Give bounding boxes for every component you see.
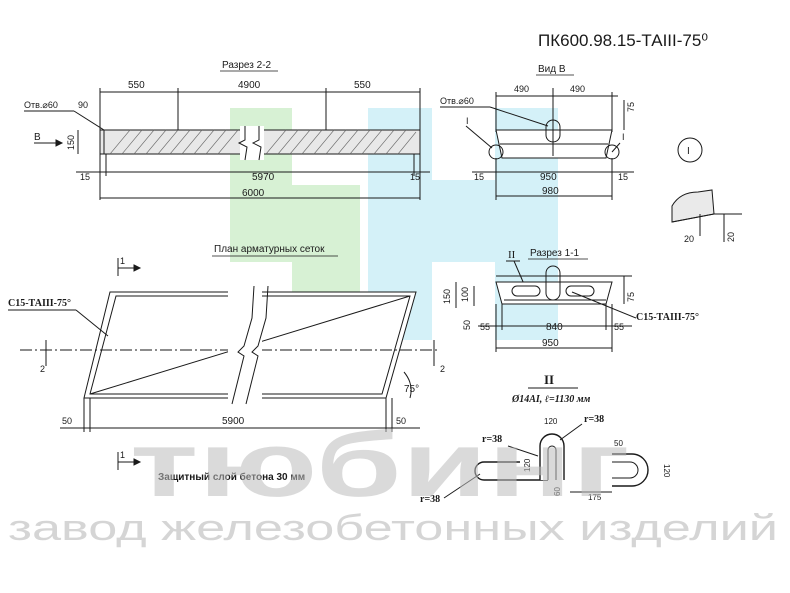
detail-i-marker (677, 137, 703, 163)
dim-15-view-b-right: 15 (618, 172, 628, 182)
dim-5900: 5900 (222, 416, 245, 427)
dim-150-1-1: 150 (442, 289, 452, 304)
watermark-tagline: завод железобетонных изделий (8, 507, 778, 548)
dim-6000: 6000 (242, 188, 265, 199)
dim-950-view-b: 950 (540, 172, 557, 183)
cut-mark-1-top: 1 (120, 256, 125, 266)
dim-50-detail: 50 (614, 439, 623, 448)
dim-50-right: 50 (396, 416, 406, 426)
detail-i: I 20 20 (671, 137, 742, 244)
plan-mesh-label: С15-ТАIII-75° (8, 298, 71, 309)
view-b-title: Вид В (538, 64, 566, 75)
dim-50-1-1: 50 (462, 320, 472, 330)
logo-green-shape (230, 108, 360, 340)
watermark-brand: тюбинг (130, 414, 630, 516)
section-1-1: II Разрез 1-1 150 100 75 50 С15-ТАIII-75… (442, 248, 699, 352)
cut-mark-2-left: 2 (40, 364, 45, 374)
dim-120-right: 120 (662, 464, 671, 478)
r38-mid: r=38 (482, 434, 502, 445)
cut-mark-2-right: 2 (440, 364, 445, 374)
detail-i-label: I (687, 146, 690, 157)
plan-angle: 75° (404, 384, 419, 395)
dim-15-right: 15 (410, 172, 420, 182)
cover-note: Защитный слой бетона 30 мм (158, 471, 305, 483)
dim-175: 175 (588, 493, 602, 502)
plan-view: План арматурных сеток 1 С15-ТАIII-75° 2 … (8, 244, 445, 483)
dim-20-bottom: 20 (684, 234, 694, 244)
detail-ii: II Ø14АI, ℓ=1130 мм 120 r=38 r=38 r=38 1… (420, 372, 671, 505)
dim-840: 840 (546, 322, 563, 333)
view-arrow-label: В (34, 132, 41, 143)
dim-50-left: 50 (62, 416, 72, 426)
r38-low: r=38 (420, 494, 440, 505)
plan-title: План арматурных сеток (214, 244, 325, 255)
dim-75-1-1: 75 (626, 292, 636, 302)
dim-75-view-b: 75 (626, 102, 636, 112)
dim-60: 60 (553, 487, 562, 496)
dim-55-right: 55 (614, 322, 624, 332)
section-1-1-title: Разрез 1-1 (530, 248, 580, 259)
detail-ii-subtitle: Ø14АI, ℓ=1130 мм (511, 394, 591, 405)
dim-5970: 5970 (252, 172, 275, 183)
dim-150-2-2: 150 (66, 135, 76, 150)
dim-55-left: 55 (480, 322, 490, 332)
dim-90: 90 (78, 100, 88, 110)
dim-950-1-1: 950 (542, 338, 559, 349)
section-2-2: Разрез 2-2 550 4900 550 Отв.⌀60 90 (24, 60, 430, 200)
dim-550-left: 550 (128, 80, 145, 91)
drawing-code: ПК600.98.15-ТАIII-75⁰ (538, 31, 708, 50)
bar-left-hook (474, 461, 548, 481)
detail-i-corner (671, 189, 715, 223)
detail-ii-title: II (544, 372, 554, 387)
dim-490-left: 490 (514, 84, 529, 94)
cut-mark-1-bottom: 1 (120, 450, 125, 460)
section-1-1-mesh-label: С15-ТАIII-75° (636, 312, 699, 323)
dim-15-left: 15 (80, 172, 90, 182)
view-b: Вид В 490 490 75 Отв.⌀60 I I 15 950 15 9… (440, 64, 636, 200)
dim-550-right: 550 (354, 80, 371, 91)
dim-490-right: 490 (570, 84, 585, 94)
dim-120-left: 120 (523, 458, 532, 472)
dim-980: 980 (542, 186, 559, 197)
dim-120-top: 120 (544, 417, 558, 426)
hole-label-2-2: Отв.⌀60 (24, 100, 58, 110)
dim-100-1-1: 100 (460, 287, 470, 302)
r38-top: r=38 (584, 414, 604, 425)
dim-15-view-b-left: 15 (474, 172, 484, 182)
section-1-1-roman: II (508, 249, 516, 261)
dim-4900: 4900 (238, 80, 261, 91)
dim-20-right: 20 (726, 232, 736, 242)
mark-i-right: I (622, 132, 625, 142)
section-2-2-title: Разрез 2-2 (222, 60, 272, 71)
hole-label-view-b: Отв.⌀60 (440, 96, 474, 106)
mark-i-left: I (466, 116, 469, 126)
bar-center-loop (539, 433, 565, 480)
